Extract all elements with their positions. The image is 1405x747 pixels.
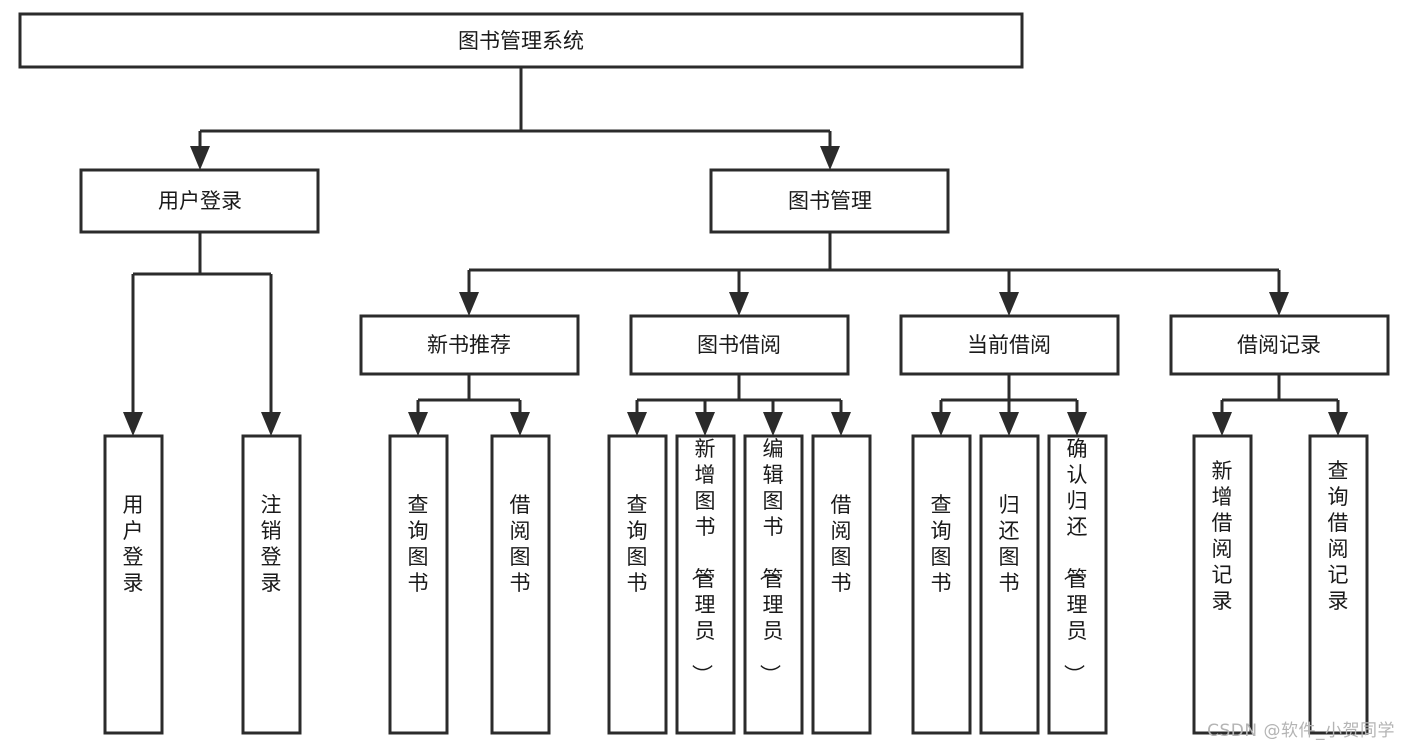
leaf-borrow-book-recommend-box	[490, 434, 551, 735]
arrowhead-bb-leaf-4	[831, 412, 851, 436]
leaf-query-borrow-record-box	[1308, 434, 1369, 735]
leaf-query-book-borrow-box	[607, 434, 668, 735]
arrowhead-leaf-user-login	[123, 412, 143, 436]
leaf-user-login-label: 用户登录	[123, 493, 144, 595]
node-current-borrow-box	[899, 314, 1120, 376]
leaf-query-borrow-record-label: 查询借阅记录	[1328, 459, 1349, 613]
node-new-book-recommend-box	[359, 314, 580, 376]
arrowhead-nbr-leaf-1	[408, 412, 428, 436]
leaf-borrow-book-recommend-label: 借阅图书	[510, 493, 531, 595]
leaf-borrow-book[interactable]: 借阅图书	[811, 434, 872, 735]
leaf-query-book-borrow[interactable]: 查询图书	[607, 434, 668, 735]
arrowhead-cb-leaf-1	[931, 412, 951, 436]
leaf-borrow-book-recommend[interactable]: 借阅图书	[490, 434, 551, 735]
leaf-logout-label: 注销登录	[261, 493, 282, 595]
node-borrow-record[interactable]: 借阅记录	[1169, 314, 1390, 376]
arrowhead-nbr-leaf-2	[510, 412, 530, 436]
leaf-add-book-admin[interactable]: 新增图书（管理员）	[675, 434, 736, 735]
leaf-confirm-return-admin[interactable]: 确认归还（管理员）	[1047, 434, 1108, 735]
node-root-label: 图书管理系统	[458, 29, 584, 53]
leaf-logout[interactable]: 注销登录	[241, 434, 302, 735]
arrowhead-br-leaf-1	[1212, 412, 1232, 436]
leaf-user-login-box	[103, 434, 164, 735]
arrowhead-cb-leaf-3	[1067, 412, 1087, 436]
arrowhead-bb-leaf-2	[695, 412, 715, 436]
leaf-confirm-return-admin-box	[1047, 434, 1108, 735]
node-book-management-box	[709, 168, 950, 234]
leaf-query-book-recommend-label: 查询图书	[408, 493, 429, 595]
leaf-edit-book-admin-label: 编辑图书（管理员）	[758, 437, 784, 685]
node-book-management[interactable]: 图书管理	[709, 168, 950, 234]
node-user-login-box	[79, 168, 320, 234]
leaf-query-book-borrow-label: 查询图书	[627, 493, 648, 595]
csdn-watermark: CSDN @软件_小贺同学	[1207, 721, 1395, 741]
arrowhead-book-borrow	[729, 292, 749, 316]
node-user-login-label: 用户登录	[158, 189, 242, 213]
arrowhead-user-login	[190, 146, 210, 170]
arrowhead-new-book-recommend	[459, 292, 479, 316]
arrowhead-borrow-record	[1269, 292, 1289, 316]
node-new-book-recommend[interactable]: 新书推荐	[359, 314, 580, 376]
node-current-borrow-label: 当前借阅	[967, 333, 1051, 357]
arrowhead-bb-leaf-3	[763, 412, 783, 436]
leaf-logout-box	[241, 434, 302, 735]
node-book-borrow[interactable]: 图书借阅	[629, 314, 850, 376]
leaf-add-book-admin-box	[675, 434, 736, 735]
arrowhead-leaf-logout	[261, 412, 281, 436]
node-user-login[interactable]: 用户登录	[79, 168, 320, 234]
node-root-box	[18, 12, 1024, 69]
leaf-query-book-current-label: 查询图书	[931, 493, 952, 595]
node-book-borrow-box	[629, 314, 850, 376]
leaf-edit-book-admin-box	[743, 434, 804, 735]
leaf-add-borrow-record[interactable]: 新增借阅记录	[1192, 434, 1253, 735]
leaf-borrow-book-box	[811, 434, 872, 735]
leaf-user-login[interactable]: 用户登录	[103, 434, 164, 735]
leaf-borrow-book-label: 借阅图书	[831, 493, 852, 595]
node-book-borrow-label: 图书借阅	[697, 333, 781, 357]
leaf-add-book-admin-label: 新增图书（管理员）	[690, 437, 716, 685]
leaf-return-book[interactable]: 归还图书	[979, 434, 1040, 735]
leaf-query-borrow-record[interactable]: 查询借阅记录	[1308, 434, 1369, 735]
leaf-query-book-current[interactable]: 查询图书	[911, 434, 972, 735]
leaf-add-borrow-record-label: 新增借阅记录	[1212, 459, 1233, 613]
node-root-library-system[interactable]: 图书管理系统	[18, 12, 1024, 69]
arrowhead-bb-leaf-1	[627, 412, 647, 436]
node-borrow-record-box	[1169, 314, 1390, 376]
leaf-edit-book-admin[interactable]: 编辑图书（管理员）	[743, 434, 804, 735]
node-book-management-label: 图书管理	[788, 189, 872, 213]
leaf-confirm-return-admin-label: 确认归还（管理员）	[1062, 437, 1088, 685]
node-current-borrow[interactable]: 当前借阅	[899, 314, 1120, 376]
node-new-book-recommend-label: 新书推荐	[427, 333, 511, 357]
arrowhead-cb-leaf-2	[999, 412, 1019, 436]
arrowhead-current-borrow	[999, 292, 1019, 316]
leaf-return-book-box	[979, 434, 1040, 735]
arrowhead-book-mgmt	[820, 146, 840, 170]
leaf-query-book-recommend-box	[388, 434, 449, 735]
leaf-add-borrow-record-box	[1192, 434, 1253, 735]
connector-layer	[123, 67, 1348, 436]
leaf-return-book-label: 归还图书	[999, 493, 1020, 595]
leaf-query-book-current-box	[911, 434, 972, 735]
node-borrow-record-label: 借阅记录	[1237, 333, 1321, 357]
arrowhead-br-leaf-2	[1328, 412, 1348, 436]
leaf-query-book-recommend[interactable]: 查询图书	[388, 434, 449, 735]
